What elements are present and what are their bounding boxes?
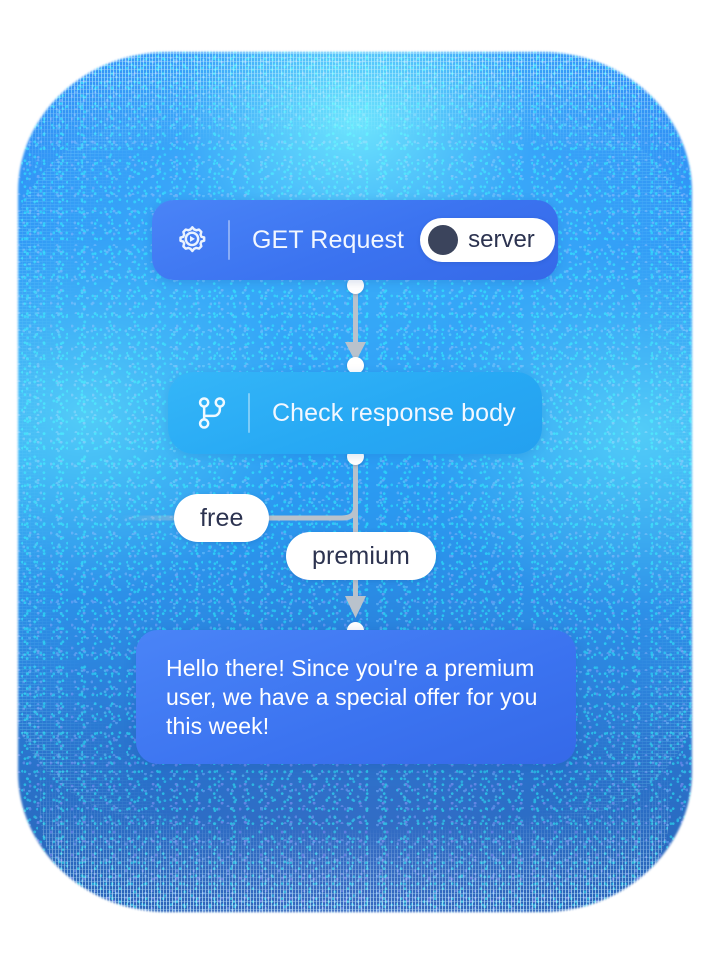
branch-pill-free[interactable]: free <box>174 494 270 542</box>
background-dither-bottom-edge <box>40 760 670 930</box>
arrowhead-check-to-message <box>345 596 366 618</box>
arrowhead-get-to-check <box>345 342 366 362</box>
node-divider <box>248 393 250 433</box>
node-check-response-body[interactable]: Check response body <box>168 372 542 454</box>
server-badge-label: server <box>468 226 535 253</box>
background-dither-top-edge <box>26 48 684 198</box>
connector-free-branch <box>117 489 358 521</box>
connector-dot-check-input <box>347 357 364 374</box>
node-get-request[interactable]: GET Request server <box>152 200 558 280</box>
connector-dot-get-output <box>347 277 364 294</box>
node-check-response-body-title: Check response body <box>272 398 516 427</box>
server-badge[interactable]: server <box>420 218 555 262</box>
server-status-dot-icon <box>428 225 459 255</box>
node-message[interactable]: Hello there! Since you're a premium user… <box>136 630 576 764</box>
branch-pill-free-label: free <box>200 503 244 532</box>
gear-play-icon <box>174 222 210 258</box>
node-message-text: Hello there! Since you're a premium user… <box>166 654 538 739</box>
node-get-request-title: GET Request <box>252 225 405 254</box>
node-divider <box>228 220 230 260</box>
git-branch-icon <box>194 395 230 431</box>
branch-pill-premium-label: premium <box>312 541 410 570</box>
branch-pill-premium[interactable]: premium <box>286 532 436 580</box>
